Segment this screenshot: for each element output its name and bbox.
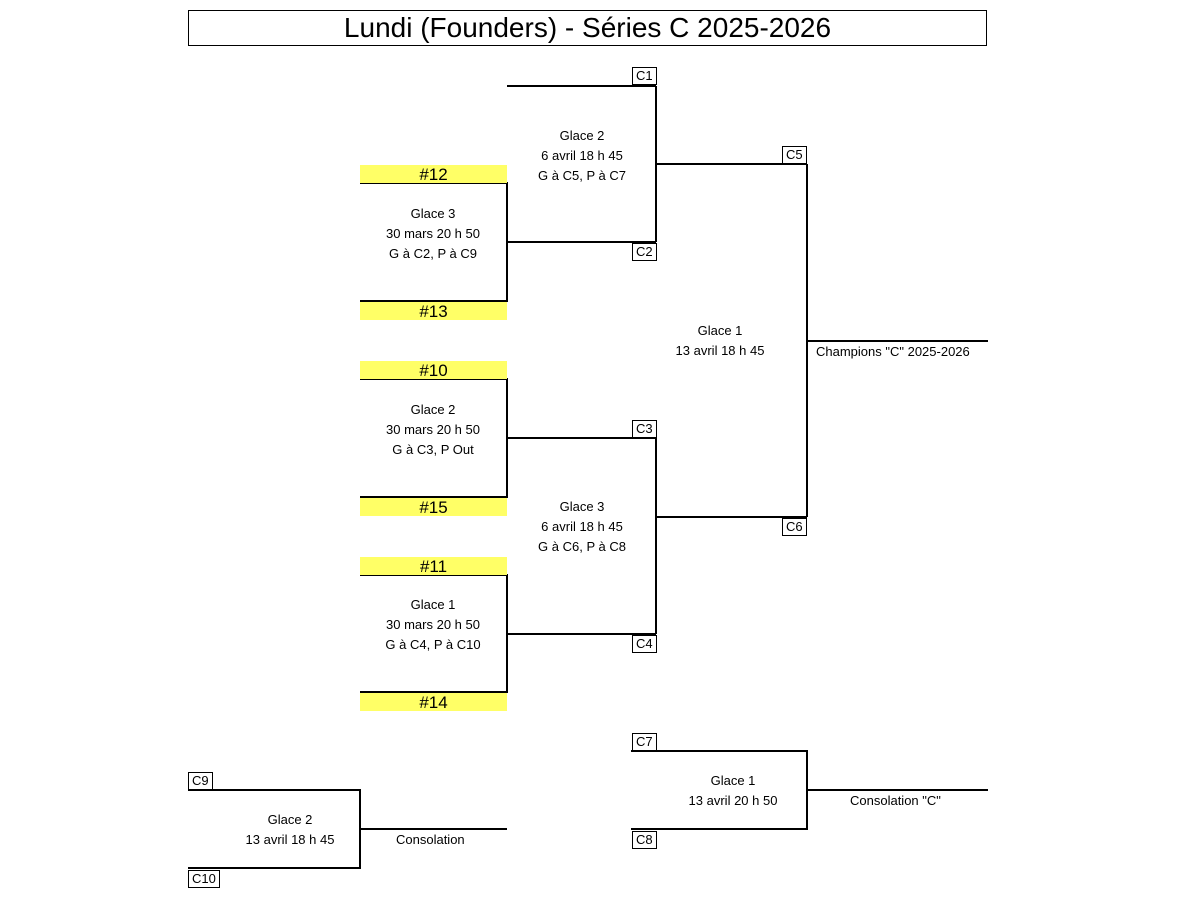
code-c4: C4 — [632, 635, 657, 653]
game-consolation-c: Glace 1 13 avril 20 h 50 — [689, 771, 778, 811]
code-c6: C6 — [782, 518, 807, 536]
code-c10: C10 — [188, 870, 220, 888]
game-rink: Glace 3 — [559, 499, 605, 514]
game-rink: Glace 1 — [697, 323, 743, 338]
seed-12: #12 — [360, 165, 507, 184]
game-semi-top: Glace 2 6 avril 18 h 45 G à C5, P à C7 — [538, 126, 626, 186]
game-rink: Glace 2 — [267, 812, 313, 827]
game-time: 6 avril 18 h 45 — [541, 519, 623, 534]
code-c5: C5 — [782, 146, 807, 164]
game-r1-mid: Glace 2 30 mars 20 h 50 G à C3, P Out — [386, 400, 480, 460]
page-title: Lundi (Founders) - Séries C 2025-2026 — [188, 10, 987, 46]
game-time: 30 mars 20 h 50 — [386, 617, 480, 632]
code-c7: C7 — [632, 733, 657, 751]
game-r1-bot: Glace 1 30 mars 20 h 50 G à C4, P à C10 — [385, 595, 480, 655]
seed-15: #15 — [360, 498, 507, 517]
game-note: G à C3, P Out — [392, 442, 474, 457]
game-r1-top: Glace 3 30 mars 20 h 50 G à C2, P à C9 — [386, 204, 480, 264]
game-time: 13 avril 18 h 45 — [245, 832, 335, 847]
consolation-c-label: Consolation "C" — [850, 793, 941, 808]
game-semi-bot: Glace 3 6 avril 18 h 45 G à C6, P à C8 — [538, 497, 626, 557]
game-note: G à C2, P à C9 — [389, 246, 477, 261]
code-c1: C1 — [632, 67, 657, 85]
seed-14: #14 — [360, 693, 507, 712]
code-c9: C9 — [188, 772, 213, 790]
game-consolation: Glace 2 13 avril 18 h 45 — [246, 810, 335, 850]
seed-10: #10 — [360, 361, 507, 380]
code-c8: C8 — [632, 831, 657, 849]
game-time: 13 avril 20 h 50 — [688, 793, 778, 808]
game-time: 30 mars 20 h 50 — [386, 422, 480, 437]
game-note: G à C5, P à C7 — [538, 168, 626, 183]
game-note: G à C4, P à C10 — [385, 637, 481, 652]
champions-label: Champions "C" 2025-2026 — [816, 344, 970, 359]
game-rink: Glace 1 — [410, 597, 456, 612]
game-note: G à C6, P à C8 — [538, 539, 626, 554]
code-c3: C3 — [632, 420, 657, 438]
game-time: 6 avril 18 h 45 — [541, 148, 623, 163]
seed-11: #11 — [360, 557, 507, 576]
game-rink: Glace 3 — [410, 206, 456, 221]
consolation-label: Consolation — [396, 832, 465, 847]
game-time: 30 mars 20 h 50 — [386, 226, 480, 241]
game-rink: Glace 2 — [559, 128, 605, 143]
game-time: 13 avril 18 h 45 — [675, 343, 765, 358]
seed-13: #13 — [360, 302, 507, 321]
code-c2: C2 — [632, 243, 657, 261]
game-rink: Glace 1 — [710, 773, 756, 788]
game-final: Glace 1 13 avril 18 h 45 — [676, 321, 765, 361]
game-rink: Glace 2 — [410, 402, 456, 417]
